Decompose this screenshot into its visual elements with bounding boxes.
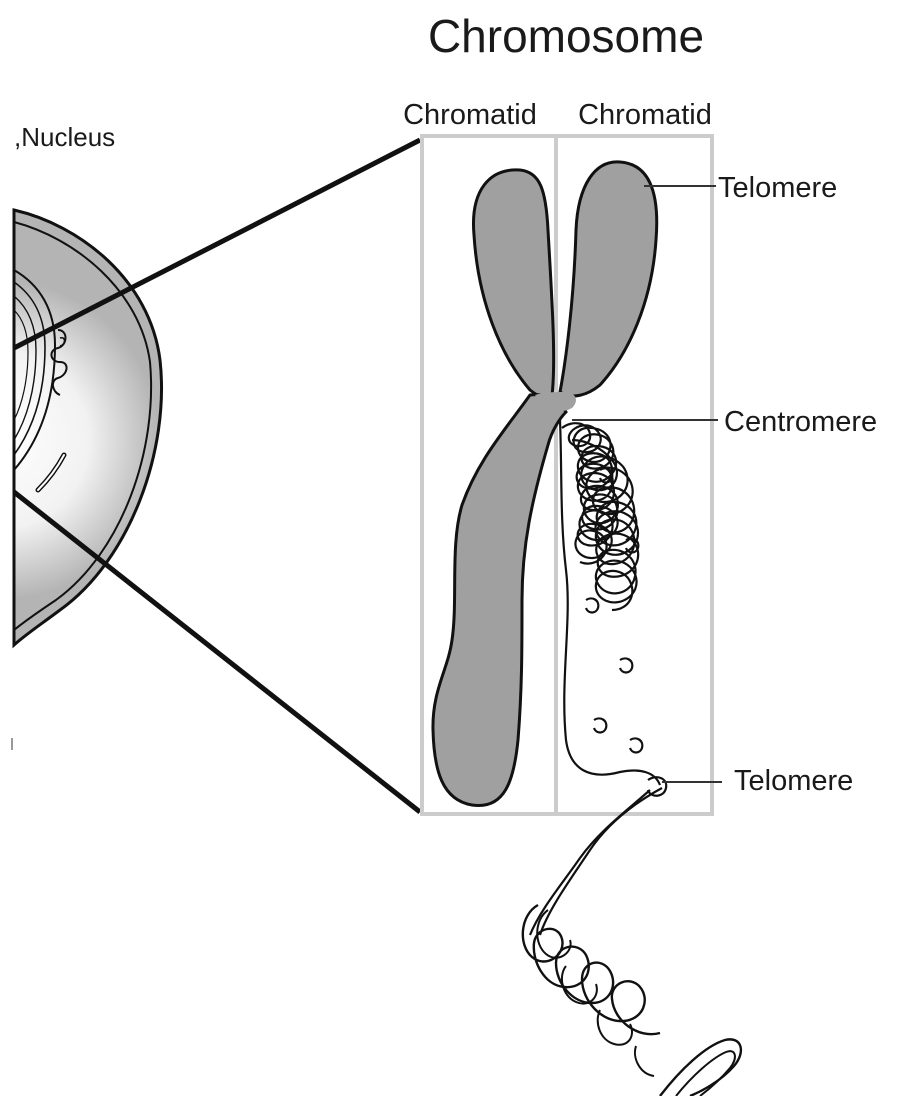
dna-strand: [523, 777, 741, 1096]
diagram-title: Chromosome: [428, 10, 704, 62]
chromosome-body: [433, 162, 657, 806]
coiled-chromatin: [560, 420, 660, 785]
telomere-label-bottom: Telomere: [734, 765, 853, 797]
nucleus-label: ,Nucleus: [14, 122, 115, 152]
chromatid-label-left: Chromatid: [403, 99, 537, 131]
chromatid-label-right: Chromatid: [578, 99, 712, 131]
telomere-label-top: Telomere: [718, 172, 837, 204]
centromere-label: Centromere: [724, 406, 877, 438]
cell-nucleus: [14, 210, 162, 645]
zoom-line-bottom: [14, 492, 420, 812]
